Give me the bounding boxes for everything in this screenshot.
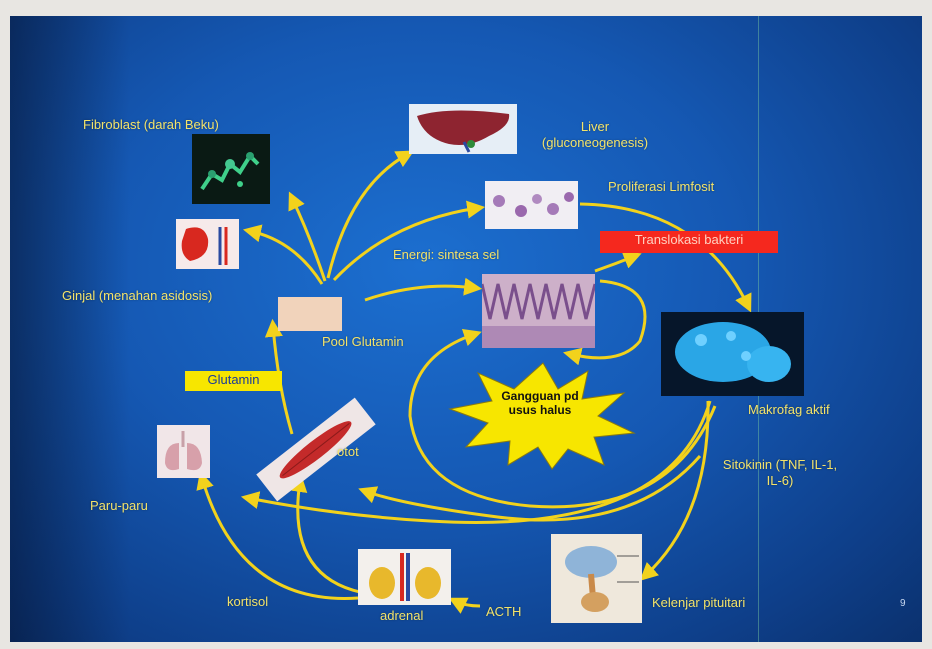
arrow-intestine-to-translocation [595, 256, 635, 271]
diagram-slide: Fibroblast (darah Beku) Liver (gluconeog… [10, 16, 922, 642]
proliferasi-label: Proliferasi Limfosit [608, 179, 714, 195]
adrenal-gland-icon [358, 549, 451, 605]
arrow-pool-to-lymphocyte [334, 208, 478, 280]
glutamin-box: Glutamin [185, 371, 282, 391]
sitokinin-label-line1: Sitokinin (TNF, IL-1, [710, 457, 850, 473]
translokasi-box: Translokasi bakteri [600, 231, 778, 253]
page-number: 9 [900, 598, 906, 609]
kortisol-label: kortisol [227, 594, 268, 610]
ginjal-label: Ginjal (menahan asidosis) [62, 288, 212, 304]
gangguan-label: Gangguan pd usus halus [485, 389, 595, 417]
liver-label-line2: (gluconeogenesis) [535, 135, 655, 151]
arrow-lymphocyte-to-macrophage [580, 204, 748, 306]
arrow-pool-to-fibroblast [292, 198, 325, 281]
pituitary-gland-icon [551, 534, 642, 623]
lymphocyte-cells-icon [485, 181, 578, 229]
energi-label: Energi: sintesa sel [393, 247, 499, 263]
paru-label: Paru-paru [90, 498, 148, 514]
gangguan-label-line1: Gangguan pd [485, 389, 595, 403]
otot-label: otot [337, 444, 359, 460]
adrenal-label: adrenal [380, 608, 423, 624]
intestinal-tissue-icon [482, 274, 595, 348]
macrophage-icon [661, 312, 804, 396]
sitokinin-label-line2: IL-6) [710, 473, 850, 489]
gangguan-label-line2: usus halus [485, 403, 595, 417]
acth-label: ACTH [486, 604, 521, 620]
fibroblast-micrograph-icon [192, 134, 270, 204]
pool-glutamin-box [278, 297, 342, 331]
kidney-icon [176, 219, 239, 269]
lungs-icon [157, 425, 210, 478]
makrofag-label: Makrofag aktif [748, 402, 830, 418]
arrow-pituitary-to-adrenal [455, 601, 480, 606]
liver-icon [409, 104, 517, 154]
liver-label-line1: Liver [535, 119, 655, 135]
pool-glutamin-label: Pool Glutamin [322, 334, 404, 350]
sitokinin-label: Sitokinin (TNF, IL-1, IL-6) [710, 457, 850, 489]
liver-label: Liver (gluconeogenesis) [535, 119, 655, 151]
kelenjar-label: Kelenjar pituitari [652, 595, 745, 611]
fibroblast-label: Fibroblast (darah Beku) [83, 117, 219, 133]
arrow-pool-to-intestine [365, 286, 475, 300]
